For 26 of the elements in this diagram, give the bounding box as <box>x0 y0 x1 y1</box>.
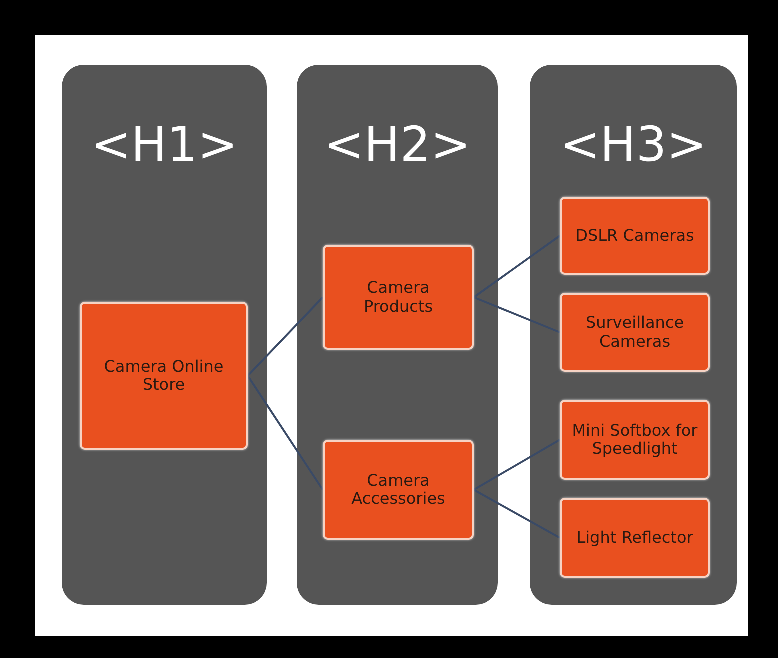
category-box <box>560 498 710 578</box>
column-heading: <H1> <box>90 117 240 173</box>
box-label: Light Reflector <box>576 528 694 548</box>
box-label: Mini Softbox for Speedlight <box>571 422 699 458</box>
category-box <box>560 293 710 372</box>
box-label: Surveillance Cameras <box>584 314 686 351</box>
category-box <box>80 302 248 450</box>
box-label: Camera Products <box>362 279 434 316</box>
column-heading: <H2> <box>322 117 472 173</box>
connector-line <box>473 235 561 298</box>
connector-line <box>474 439 560 491</box>
column-panel <box>297 65 498 605</box>
category-box <box>560 400 710 480</box>
box-label: Camera Online Store <box>103 358 225 394</box>
connector-line <box>474 489 560 539</box>
column-panel <box>62 65 267 605</box>
category-box <box>560 197 710 275</box>
category-box <box>323 440 474 540</box>
column-panel <box>530 65 737 605</box>
box-label: DSLR Cameras <box>574 226 696 246</box>
connector-line <box>247 296 324 377</box>
box-label: Camera Accessories <box>350 472 446 508</box>
column-heading: <H3> <box>558 117 708 173</box>
connector-line <box>247 375 324 491</box>
connector-line <box>474 296 560 334</box>
category-box <box>323 245 474 350</box>
